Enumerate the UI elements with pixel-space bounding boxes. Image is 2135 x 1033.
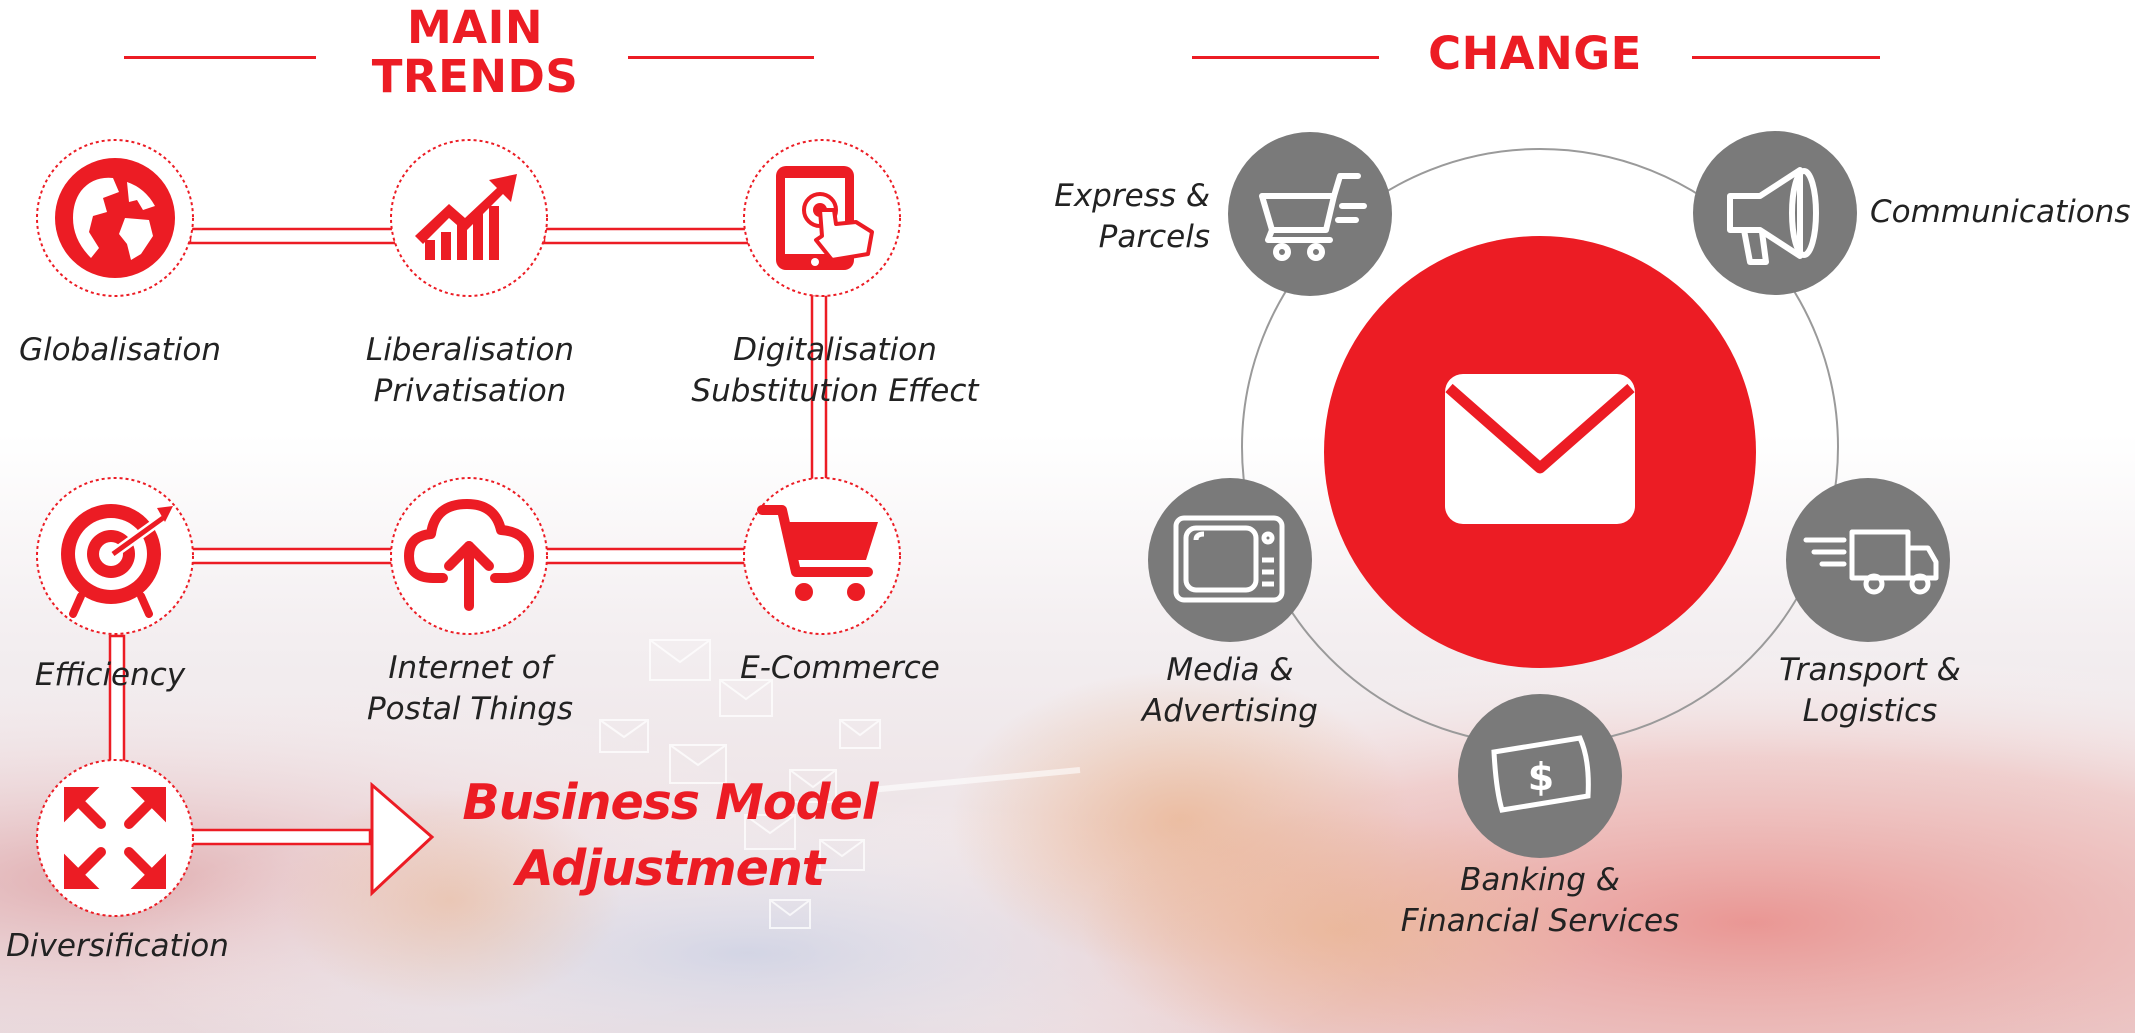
main-trends-heading: MAIN TRENDS xyxy=(340,1,610,103)
arrow-head xyxy=(370,781,435,897)
trend-node-liberalisation xyxy=(390,139,548,297)
envelope-icon xyxy=(1445,374,1635,524)
trend-label-digitalisation: Digitalisation Substitution Effect xyxy=(691,332,979,409)
segment-express-parcels xyxy=(1228,132,1392,296)
globe-icon xyxy=(55,158,175,278)
heading-rule-left xyxy=(124,56,316,59)
heading-rule-right xyxy=(628,56,814,59)
trend-node-digitalisation xyxy=(743,139,901,297)
change-rule-left xyxy=(1192,56,1379,59)
trend-label-diversification: Diversification xyxy=(6,928,229,964)
segment-label-transport-logistics: Transport & Logistics xyxy=(1779,652,1961,729)
trend-label-liberalisation: Liberalisation Privatisation xyxy=(365,332,575,409)
cart-icon xyxy=(1259,173,1367,261)
trend-label-efficiency: Efficiency xyxy=(34,657,186,693)
heading-line-1: MAIN xyxy=(406,1,543,54)
trend-node-globalisation xyxy=(36,139,194,297)
megaphone-icon xyxy=(1727,167,1819,265)
segment-transport-logistics xyxy=(1786,478,1950,642)
change-rule-right xyxy=(1692,56,1880,59)
television-icon xyxy=(1173,515,1285,603)
segment-media-advertising xyxy=(1148,478,1312,642)
heading-line-2: TRENDS xyxy=(371,49,579,103)
result-line-2: Adjustment xyxy=(515,840,825,897)
trend-node-efficiency xyxy=(36,477,194,635)
growth-chart-icon xyxy=(415,174,517,260)
trend-node-e-commerce xyxy=(743,477,901,635)
segment-banking-financial: $ xyxy=(1458,694,1622,858)
tablet-touch-icon xyxy=(776,166,874,270)
change-heading: CHANGE xyxy=(1428,27,1642,80)
trend-label-internet-of-postal-things: Internet of Postal Things xyxy=(366,650,574,727)
trend-label-e-commerce: E-Commerce xyxy=(740,650,940,686)
expand-arrows-icon xyxy=(64,787,166,889)
result-line-1: Business Model xyxy=(462,774,878,831)
segment-label-banking-financial: Banking & Financial Services xyxy=(1400,862,1680,939)
segment-communications xyxy=(1693,131,1857,295)
trend-node-diversification xyxy=(36,759,194,917)
segment-label-media-advertising: Media & Advertising xyxy=(1142,652,1318,729)
svg-text:$: $ xyxy=(1528,755,1554,799)
trend-node-internet-of-postal-things xyxy=(390,477,548,635)
truck-icon xyxy=(1803,529,1939,595)
shopping-cart-icon xyxy=(757,505,878,601)
target-icon xyxy=(61,504,173,618)
cloud-upload-icon xyxy=(404,499,534,611)
trend-label-globalisation: Globalisation xyxy=(18,332,222,368)
segment-label-express-parcels: Express & Parcels xyxy=(1054,178,1210,255)
business-model-adjustment: Business Model Adjustment xyxy=(440,770,900,902)
segment-label-communications: Communications xyxy=(1870,194,2131,230)
banknote-icon: $ xyxy=(1491,735,1591,813)
